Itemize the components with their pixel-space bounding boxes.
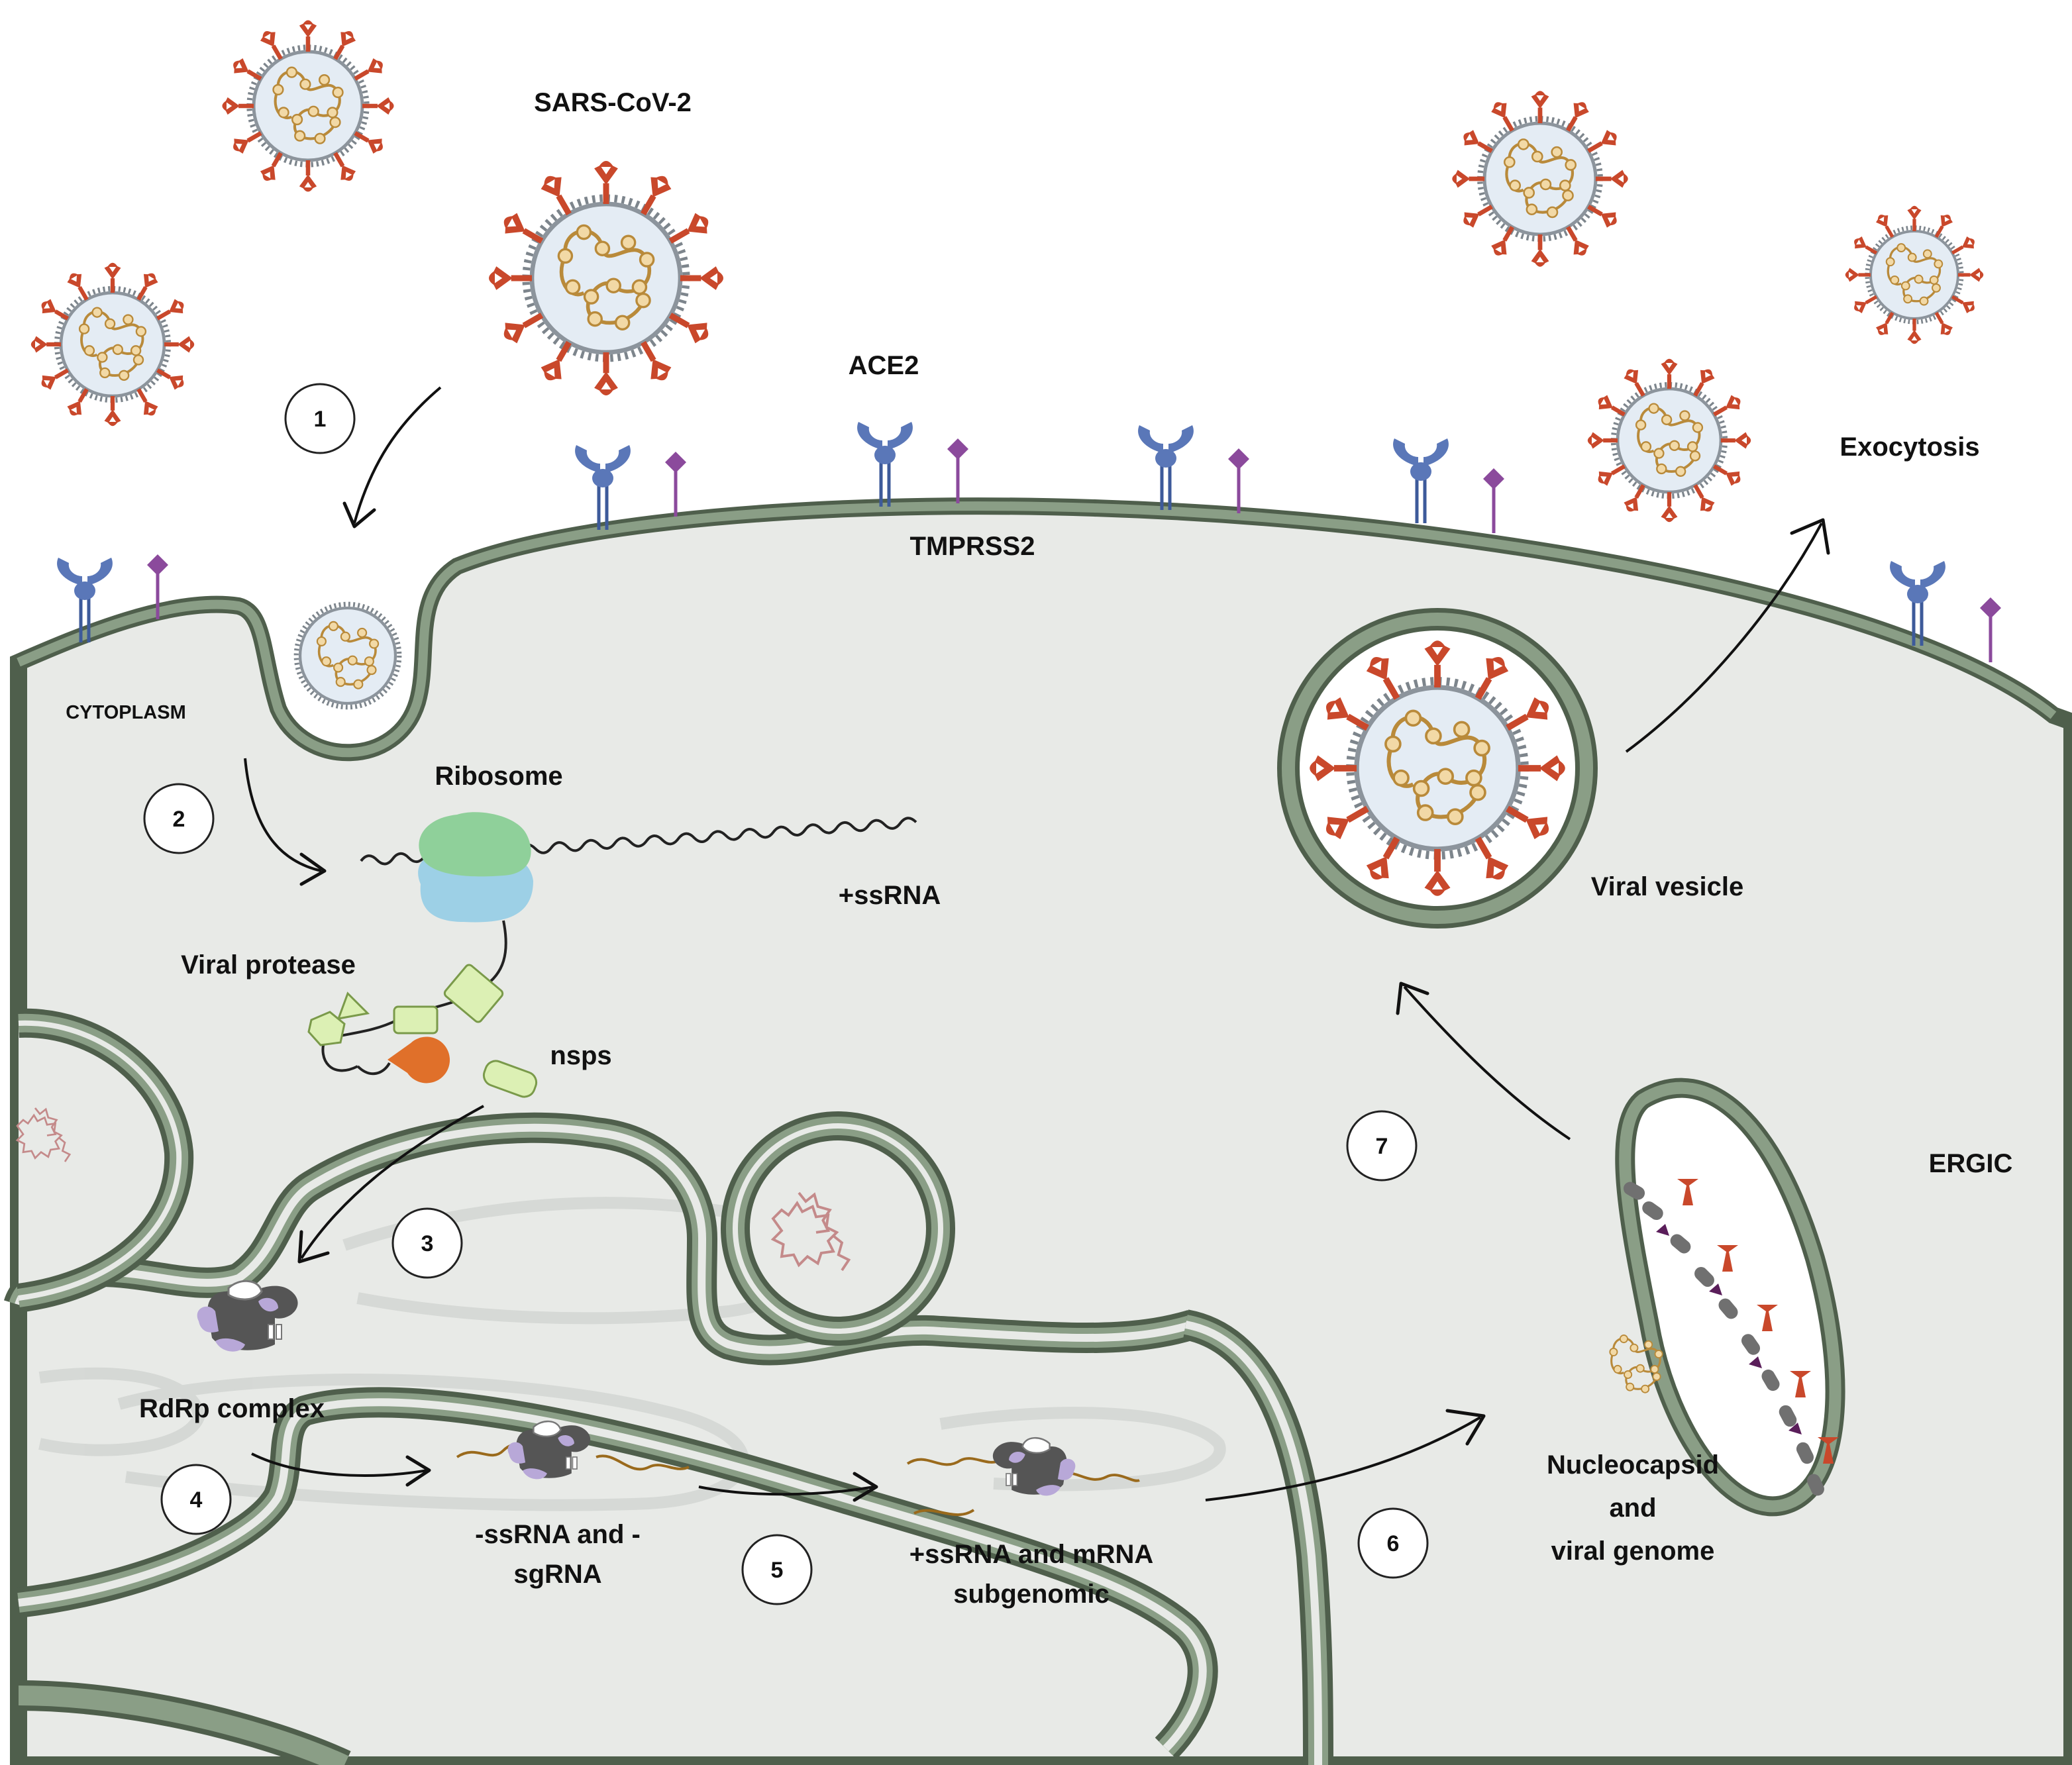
label-viral-vesicle: Viral vesicle: [1591, 872, 1744, 901]
arrow-nsps-to-rdrp: [300, 1105, 484, 1260]
label-ergic: ERGIC: [1929, 1149, 2013, 1178]
svg-text:3: 3: [421, 1231, 434, 1256]
label-virus: SARS-CoV-2: [534, 88, 692, 117]
virion-top-right: [1452, 91, 1628, 266]
label-positive-rna-2: subgenomic: [953, 1580, 1110, 1609]
arrow-translation: [244, 758, 322, 872]
label-nsps: nsps: [550, 1041, 611, 1070]
label-ssrna: +ssRNA: [839, 881, 941, 910]
label-positive-rna-1: +ssRNA and mRNA: [909, 1540, 1154, 1569]
double-membrane-vesicle-left: [16, 1008, 194, 1313]
label-nucleocapsid-3: viral genome: [1551, 1537, 1715, 1566]
rdrp-positive-strand: [906, 1437, 1140, 1517]
label-tmprss2: TMPRSS2: [910, 532, 1035, 561]
step-7: 7: [1346, 1110, 1418, 1182]
label-exocytosis: Exocytosis: [1839, 432, 1979, 462]
process-arrows: [244, 386, 1830, 1502]
arrow-transcription: [698, 1486, 875, 1496]
svg-text:7: 7: [1376, 1134, 1388, 1159]
virion-exiting: [1588, 359, 1751, 522]
viral-protease-polyprotein: [307, 964, 538, 1098]
svg-text:2: 2: [173, 807, 185, 832]
virion-far-right: [1845, 206, 1984, 344]
label-ribosome: Ribosome: [435, 762, 562, 791]
label-viral-protease: Viral protease: [181, 950, 356, 980]
arrow-to-ergic: [1205, 1416, 1482, 1501]
svg-text:1: 1: [314, 407, 327, 432]
rdrp-negative-strand: [456, 1420, 690, 1480]
label-cytoplasm: CYTOPLASM: [66, 702, 186, 723]
label-negative-rna-2: sgRNA: [513, 1560, 601, 1589]
label-negative-rna-1: -ssRNA and -: [475, 1520, 641, 1549]
viral-vesicle: [1277, 608, 1598, 929]
svg-text:4: 4: [190, 1488, 203, 1513]
step-markers: 1 2 3 4 5 6 7: [143, 383, 1429, 1605]
step-2: 2: [143, 783, 215, 854]
label-rdrp: RdRp complex: [139, 1394, 325, 1423]
svg-text:6: 6: [1387, 1531, 1400, 1556]
double-membrane-vesicle: [721, 1111, 955, 1346]
label-ace2: ACE2: [849, 351, 919, 380]
arrow-entry: [353, 386, 442, 524]
label-nucleocapsid-1: Nucleocapsid: [1547, 1450, 1719, 1480]
endocytosed-virus: [293, 601, 402, 710]
step-6: 6: [1357, 1507, 1429, 1579]
svg-text:5: 5: [771, 1558, 784, 1583]
arrow-replication: [251, 1452, 428, 1477]
virion-main: [489, 161, 723, 395]
step-5: 5: [741, 1534, 813, 1605]
step-3: 3: [391, 1207, 463, 1279]
step-4: 4: [160, 1464, 232, 1535]
virion-top-left: [222, 20, 393, 191]
ribosome: [360, 812, 917, 988]
label-nucleocapsid-2: and: [1609, 1493, 1656, 1523]
ergic-compartment: [1615, 1078, 1845, 1517]
step-1: 1: [284, 383, 356, 454]
labels: SARS-CoV-2 ACE2 TMPRSS2 CYTOPLASM Riboso…: [66, 88, 2012, 1609]
virion-left: [31, 263, 194, 426]
arrow-assembly: [1403, 985, 1571, 1140]
arrow-exocytosis: [1625, 523, 1823, 753]
